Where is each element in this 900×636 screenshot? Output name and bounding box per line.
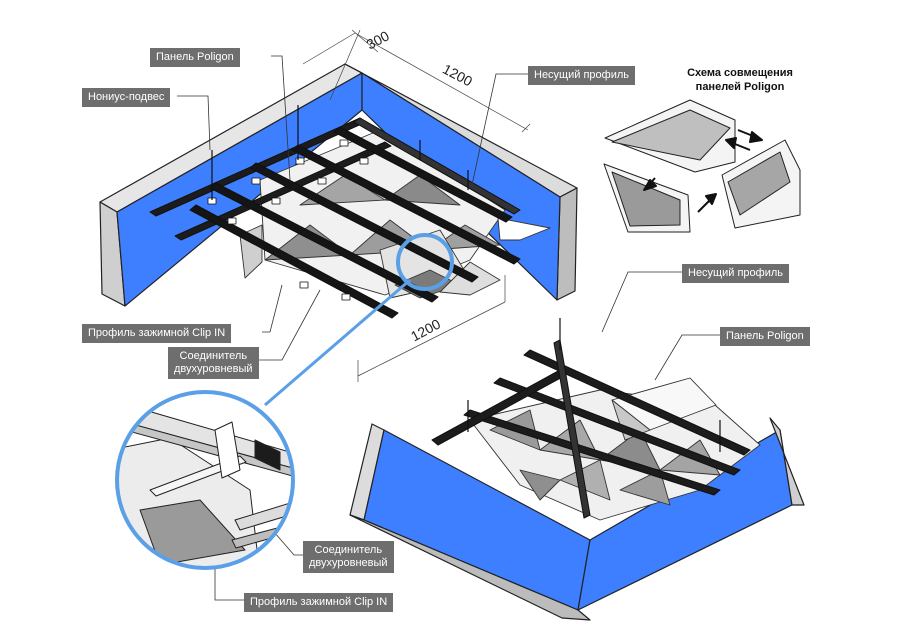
connectors-top xyxy=(207,139,369,301)
schema-arrows xyxy=(643,129,763,213)
label-panel-polygon-bottom: Панель Poligon xyxy=(720,327,810,346)
hangers-top xyxy=(211,105,469,200)
detail-ring xyxy=(115,390,295,570)
carrier-profiles-bottom xyxy=(431,339,751,519)
label-clip-profile-detail: Профиль зажимной Clip IN xyxy=(244,593,394,612)
schema-title: Схема совмещения панелей Poligon xyxy=(687,67,793,93)
detail-zoom xyxy=(115,390,295,570)
clip-profiles-top xyxy=(189,126,521,319)
label-carrier-profile-bottom: Несущий профиль xyxy=(682,264,789,283)
main-assembly xyxy=(99,63,578,319)
detail-connector-line xyxy=(264,278,411,407)
bottom-assembly xyxy=(349,318,805,621)
wall-bottom-right-cap xyxy=(769,417,805,506)
label-connector-detail: Соединитель двухуровневый xyxy=(303,541,394,573)
label-carrier-profile-top: Несущий профиль xyxy=(528,66,635,85)
label-panel-polygon-top: Панель Poligon xyxy=(150,48,240,67)
schema-alignment xyxy=(603,99,801,233)
hangers-bottom xyxy=(467,318,721,452)
label-connector-main: Соединитель двухуровневый xyxy=(168,347,259,379)
wall-bottom-base xyxy=(349,514,591,621)
label-clip-profile-main: Профиль зажимной Clip IN xyxy=(82,324,232,343)
detail-marker-ring xyxy=(396,233,454,291)
dimension-lines xyxy=(302,29,531,382)
label-nonius-hanger: Нониус-подвес xyxy=(82,88,171,107)
